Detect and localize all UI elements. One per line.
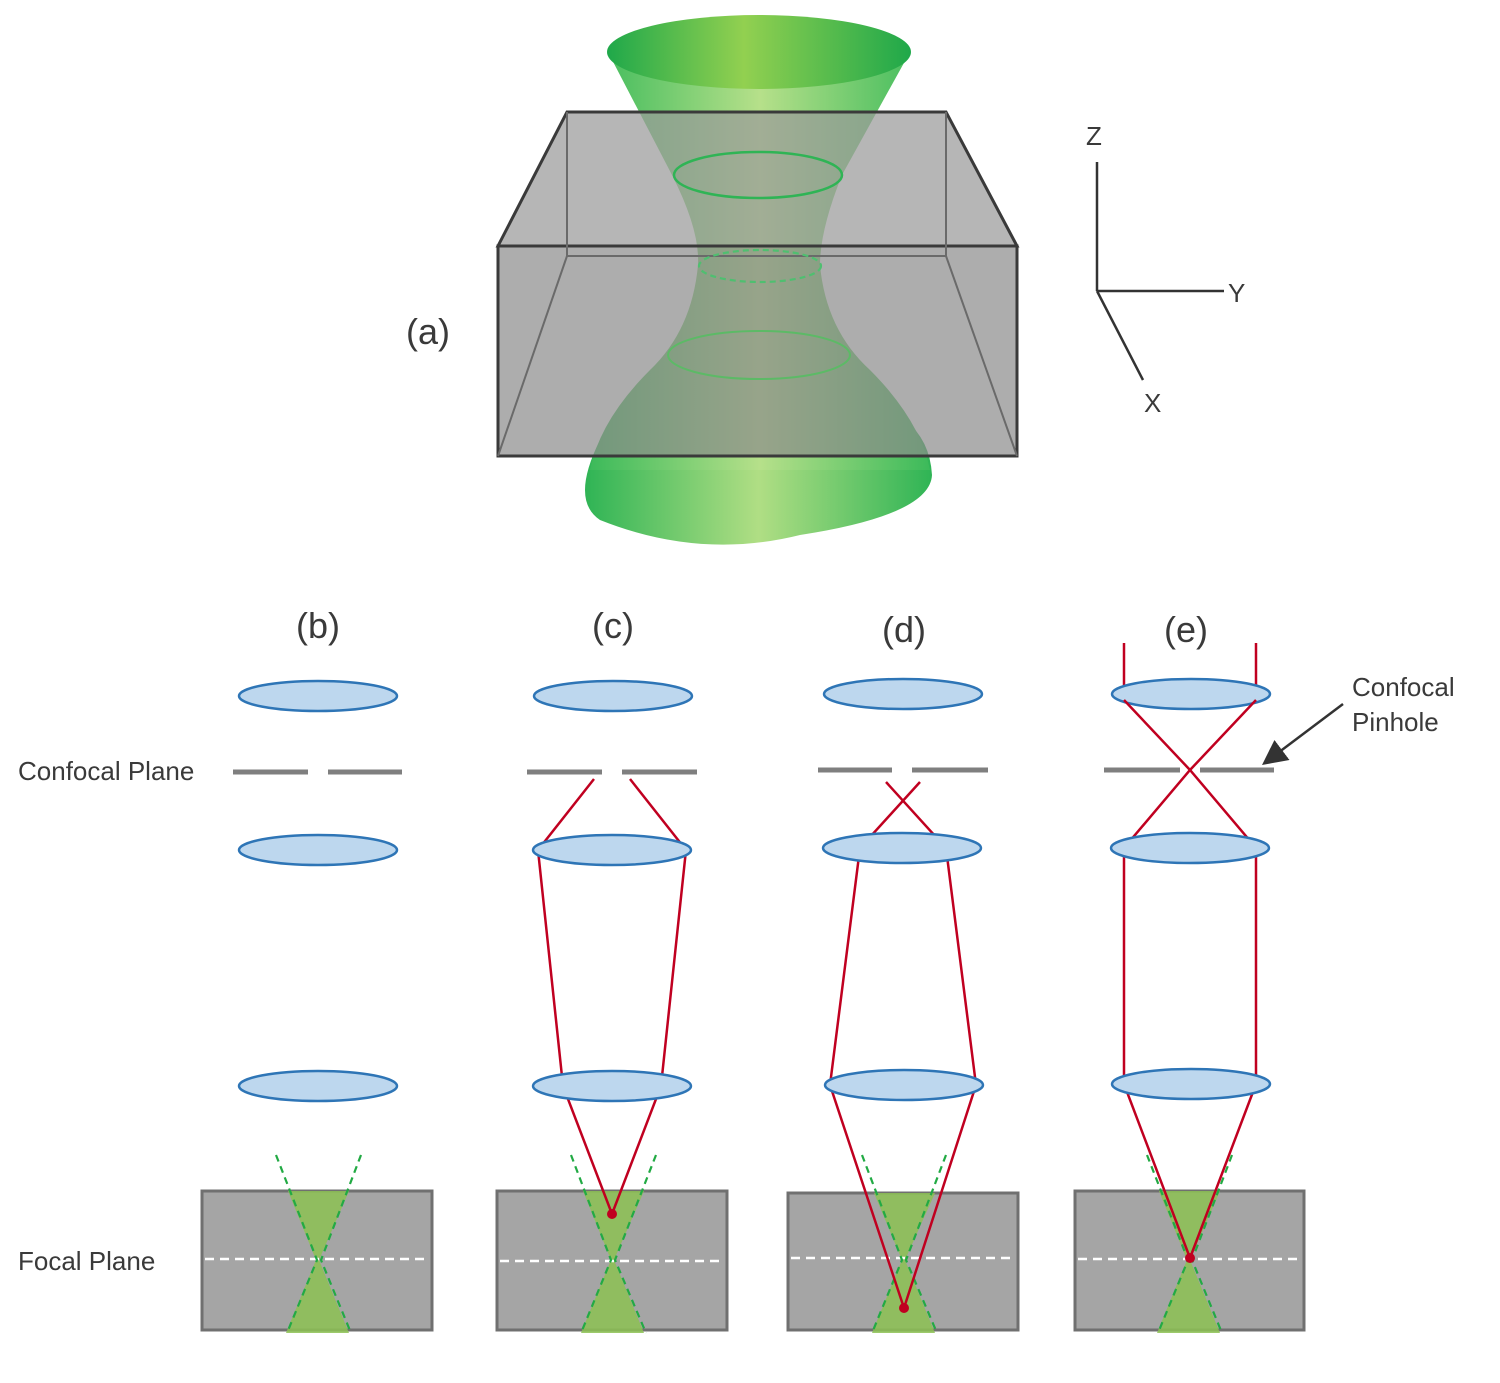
sample-box-top: [495, 110, 1020, 248]
panel-a: (a): [406, 15, 1020, 545]
beam-edge-left: [569, 1154, 613, 1334]
axis-x-label: X: [1144, 388, 1161, 418]
beam-section-upper: [672, 150, 844, 200]
panel-b: (b): [200, 605, 434, 1334]
lens-middle: [237, 833, 399, 867]
lens-top: [1110, 677, 1272, 711]
lens-middle: [821, 831, 983, 865]
panel-c-label: (c): [592, 605, 634, 646]
focus-point: [1185, 1253, 1195, 1263]
ray-left: [828, 781, 921, 1309]
ray-left: [536, 778, 614, 1215]
beam-top-ellipse: [607, 15, 911, 89]
pinhole-label-line1: Confocal: [1352, 672, 1455, 702]
confocal-plane-label: Confocal Plane: [18, 756, 194, 786]
ray-right: [610, 778, 688, 1215]
beam-edge-right: [319, 1154, 363, 1334]
axis-triad: Z Y X: [1086, 121, 1245, 418]
beam-section-lower: [667, 330, 851, 380]
panel-a-label: (a): [406, 311, 450, 352]
beam-edge-left: [860, 1154, 904, 1334]
focal-plane-label: Focal Plane: [18, 1246, 155, 1276]
pinhole-arrow: [1262, 703, 1344, 766]
lens-bottom: [531, 1069, 693, 1103]
lens-top: [237, 679, 399, 713]
panel-d-label: (d): [882, 609, 926, 650]
lens-top: [822, 677, 984, 711]
lens-middle: [1109, 831, 1271, 865]
panel-d: (d): [786, 609, 1020, 1334]
ray-left: [1122, 699, 1257, 1259]
pinhole-label-line2: Pinhole: [1352, 707, 1439, 737]
focus-point: [899, 1303, 909, 1313]
lens-bottom: [1110, 1067, 1272, 1101]
panel-b-label: (b): [296, 605, 340, 646]
ray-right: [885, 781, 978, 1309]
lens-middle: [531, 833, 693, 867]
axis-y-label: Y: [1228, 278, 1245, 308]
ray-right: [1123, 699, 1258, 1259]
focus-point: [607, 1209, 617, 1219]
beam-edge-left: [274, 1154, 319, 1334]
lens-bottom: [823, 1068, 985, 1102]
panel-e-label: (e): [1164, 609, 1208, 650]
panel-e: (e) Confocal Pinhole: [1073, 609, 1455, 1334]
beam-edge-right: [904, 1154, 948, 1334]
beam-edge-right: [613, 1154, 658, 1334]
panel-c: (c): [495, 605, 729, 1334]
lens-bottom: [237, 1069, 399, 1103]
sample-box-front: [496, 244, 1019, 458]
beam-section-waist: [697, 248, 823, 284]
axis-z-label: Z: [1086, 121, 1102, 151]
lens-top: [532, 679, 694, 713]
